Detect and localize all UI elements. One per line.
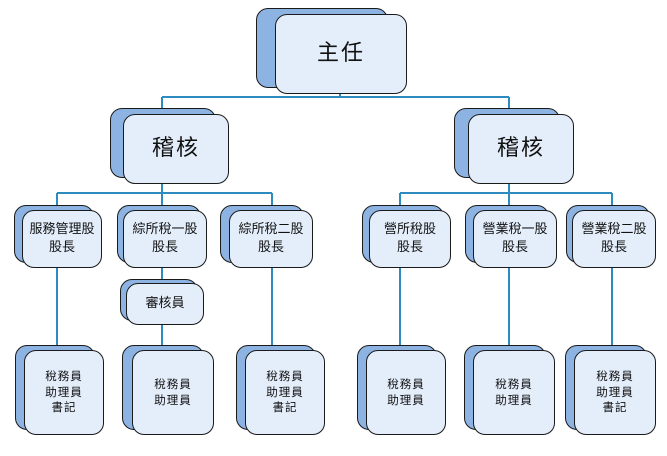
unit-title: 股長 (257, 240, 284, 255)
unit-title: 股長 (501, 240, 528, 255)
unit-box-business-income-tax: 營所稅股股長 (369, 210, 451, 268)
unit-name: 營業稅二股 (581, 222, 647, 238)
staff-role: 稅務員 (495, 376, 533, 391)
unit-box-income-tax-2: 綜所稅二股股長 (229, 210, 313, 268)
staff-box: 稅務員助理員書記 (24, 350, 104, 435)
reviewer-box: 審核員 (126, 283, 204, 325)
unit-title: 股長 (48, 240, 75, 255)
audit-right-box: 稽核 (468, 114, 574, 184)
staff-role: 助理員 (596, 384, 634, 399)
staff-role: 助理員 (266, 384, 304, 399)
staff-role: 稅務員 (266, 369, 304, 384)
staff-role: 稅務員 (154, 376, 192, 391)
unit-title: 股長 (151, 240, 178, 255)
unit-box-business-tax-1: 營業稅一股股長 (473, 210, 557, 268)
reviewer-label: 審核員 (145, 296, 185, 312)
staff-box: 稅務員助理員書記 (245, 350, 325, 435)
audit-left-box: 稽核 (123, 114, 229, 184)
unit-name: 綜所稅一股 (132, 222, 198, 238)
staff-box: 稅務員助理員 (366, 350, 446, 435)
staff-box: 稅務員助理員 (473, 350, 555, 435)
director-box: 主任 (275, 14, 407, 94)
staff-role: 稅務員 (596, 369, 634, 384)
staff-role: 書記 (272, 400, 298, 415)
staff-role: 助理員 (495, 392, 533, 407)
staff-role: 書記 (602, 400, 628, 415)
staff-box: 稅務員助理員書記 (574, 350, 656, 435)
unit-name: 營所稅股 (383, 222, 436, 238)
staff-role: 書記 (51, 400, 77, 415)
staff-role: 稅務員 (45, 369, 83, 384)
staff-role: 稅務員 (387, 376, 425, 391)
director-label: 主任 (316, 41, 365, 67)
unit-name: 營業稅一股 (482, 222, 548, 238)
unit-title: 股長 (600, 240, 627, 255)
staff-role: 助理員 (154, 392, 192, 407)
audit-right-label: 稽核 (496, 136, 545, 162)
staff-box: 稅務員助理員 (132, 350, 214, 435)
staff-role: 助理員 (387, 392, 425, 407)
unit-name: 綜所稅二股 (238, 222, 304, 238)
unit-title: 股長 (396, 240, 423, 255)
unit-box-service-management: 服務管理股股長 (22, 210, 102, 268)
unit-box-business-tax-2: 營業稅二股股長 (572, 210, 656, 268)
unit-box-income-tax-1: 綜所稅一股股長 (123, 210, 207, 268)
audit-left-label: 稽核 (151, 136, 200, 162)
staff-role: 助理員 (45, 384, 83, 399)
unit-name: 服務管理股 (29, 222, 95, 238)
